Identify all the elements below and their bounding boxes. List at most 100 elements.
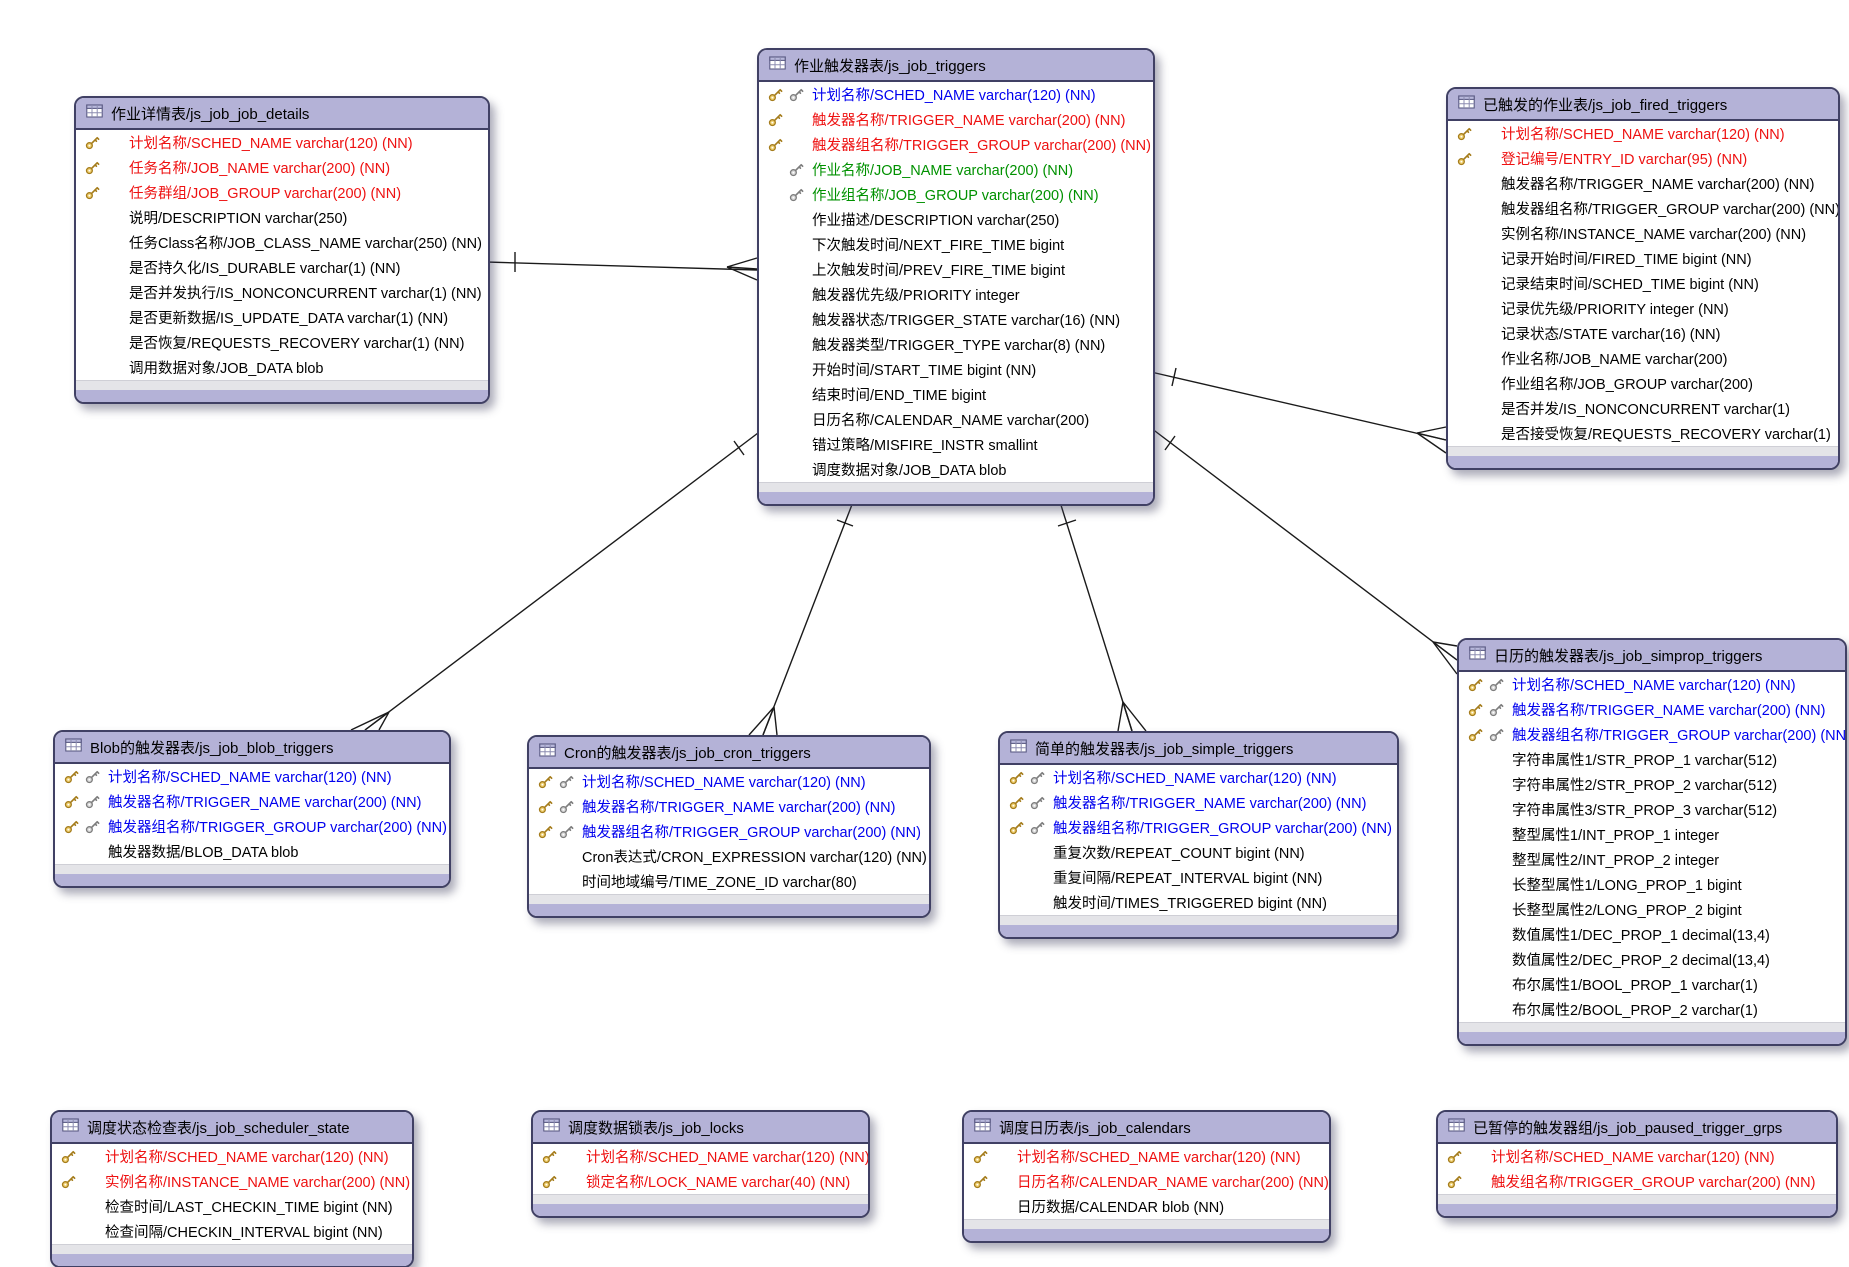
field-row[interactable]: 计划名称/SCHED_NAME varchar(120) (NN) (76, 130, 488, 155)
field-row[interactable]: 触发器组名称/TRIGGER_GROUP varchar(200) (NN) (1459, 722, 1845, 747)
field-row[interactable]: 作业组名称/JOB_GROUP varchar(200) (1448, 371, 1838, 396)
field-row[interactable]: 整型属性1/INT_PROP_1 integer (1459, 822, 1845, 847)
field-row[interactable]: 实例名称/INSTANCE_NAME varchar(200) (NN) (52, 1169, 412, 1194)
field-row[interactable]: 记录结束时间/SCHED_TIME bigint (NN) (1448, 271, 1838, 296)
crow-foot-prong[interactable] (726, 266, 758, 281)
field-row[interactable]: 是否更新数据/IS_UPDATE_DATA varchar(1) (NN) (76, 305, 488, 330)
table-header-triggers[interactable]: 作业触发器表/js_job_triggers (759, 50, 1153, 82)
field-row[interactable]: 计划名称/SCHED_NAME varchar(120) (NN) (1000, 765, 1397, 790)
relationship-line[interactable] (485, 261, 758, 271)
cardinality-one-tick[interactable] (733, 440, 745, 456)
field-row[interactable]: 错过策略/MISFIRE_INSTR smallint (759, 432, 1153, 457)
crow-foot-prong[interactable] (726, 257, 758, 268)
crow-foot-prong[interactable] (748, 706, 775, 736)
field-row[interactable]: 数值属性2/DEC_PROP_2 decimal(13,4) (1459, 947, 1845, 972)
crow-foot-prong[interactable] (1416, 426, 1447, 434)
relationship-triggers-to-blob[interactable] (350, 432, 759, 731)
field-row[interactable]: 记录状态/STATE varchar(16) (NN) (1448, 321, 1838, 346)
relationship-triggers-to-fired[interactable] (1150, 367, 1447, 454)
field-row[interactable]: 任务名称/JOB_NAME varchar(200) (NN) (76, 155, 488, 180)
field-row[interactable]: 长整型属性1/LONG_PROP_1 bigint (1459, 872, 1845, 897)
cardinality-one-tick[interactable] (1171, 367, 1177, 387)
field-row[interactable]: 字符串属性1/STR_PROP_1 varchar(512) (1459, 747, 1845, 772)
crow-foot-prong[interactable] (364, 711, 390, 731)
field-row[interactable]: 长整型属性2/LONG_PROP_2 bigint (1459, 897, 1845, 922)
field-row[interactable]: 字符串属性2/STR_PROP_2 varchar(512) (1459, 772, 1845, 797)
field-row[interactable]: 实例名称/INSTANCE_NAME varchar(200) (NN) (1448, 221, 1838, 246)
field-row[interactable]: 任务Class名称/JOB_CLASS_NAME varchar(250) (N… (76, 230, 488, 255)
field-row[interactable]: 开始时间/START_TIME bigint (NN) (759, 357, 1153, 382)
field-row[interactable]: 锁定名称/LOCK_NAME varchar(40) (NN) (533, 1169, 868, 1194)
crow-foot-prong[interactable] (1432, 641, 1458, 647)
field-row[interactable]: 是否并发/IS_NONCONCURRENT varchar(1) (1448, 396, 1838, 421)
field-row[interactable]: 布尔属性1/BOOL_PROP_1 varchar(1) (1459, 972, 1845, 997)
field-row[interactable]: 日历数据/CALENDAR blob (NN) (964, 1194, 1329, 1219)
crow-foot-prong[interactable] (1432, 641, 1458, 675)
relationship-line[interactable] (1150, 427, 1458, 661)
field-row[interactable]: 计划名称/SCHED_NAME varchar(120) (NN) (759, 82, 1153, 107)
field-row[interactable]: 触发器名称/TRIGGER_NAME varchar(200) (NN) (759, 107, 1153, 132)
field-row[interactable]: 计划名称/SCHED_NAME varchar(120) (NN) (533, 1144, 868, 1169)
crow-foot-prong[interactable] (762, 706, 775, 736)
field-row[interactable]: 触发器组名称/TRIGGER_GROUP varchar(200) (NN) (1448, 196, 1838, 221)
field-row[interactable]: 日历名称/CALENDAR_NAME varchar(200) (NN) (964, 1169, 1329, 1194)
field-row[interactable]: 记录开始时间/FIRED_TIME bigint (NN) (1448, 246, 1838, 271)
table-header-scheduler_state[interactable]: 调度状态检查表/js_job_scheduler_state (52, 1112, 412, 1144)
field-row[interactable]: Cron表达式/CRON_EXPRESSION varchar(120) (NN… (529, 844, 929, 869)
field-row[interactable]: 触发器名称/TRIGGER_NAME varchar(200) (NN) (1459, 697, 1845, 722)
field-row[interactable]: 计划名称/SCHED_NAME varchar(120) (NN) (529, 769, 929, 794)
field-row[interactable]: 是否并发执行/IS_NONCONCURRENT varchar(1) (NN) (76, 280, 488, 305)
field-row[interactable]: 触发器名称/TRIGGER_NAME varchar(200) (NN) (55, 789, 449, 814)
table-header-calendars[interactable]: 调度日历表/js_job_calendars (964, 1112, 1329, 1144)
field-row[interactable]: 是否持久化/IS_DURABLE varchar(1) (NN) (76, 255, 488, 280)
field-row[interactable]: 作业描述/DESCRIPTION varchar(250) (759, 207, 1153, 232)
field-row[interactable]: 重复次数/REPEAT_COUNT bigint (NN) (1000, 840, 1397, 865)
field-row[interactable]: 触发时间/TIMES_TRIGGERED bigint (NN) (1000, 890, 1397, 915)
field-row[interactable]: 登记编号/ENTRY_ID varchar(95) (NN) (1448, 146, 1838, 171)
cardinality-one-tick[interactable] (1164, 435, 1176, 451)
field-row[interactable]: 作业组名称/JOB_GROUP varchar(200) (NN) (759, 182, 1153, 207)
crow-foot-prong[interactable] (378, 711, 390, 731)
field-row[interactable]: 任务群组/JOB_GROUP varchar(200) (NN) (76, 180, 488, 205)
crow-foot-prong[interactable] (1117, 701, 1124, 732)
table-header-cron_triggers[interactable]: Cron的触发器表/js_job_cron_triggers (529, 737, 929, 769)
field-row[interactable]: 触发器名称/TRIGGER_NAME varchar(200) (NN) (1000, 790, 1397, 815)
field-row[interactable]: 是否恢复/REQUESTS_RECOVERY varchar(1) (NN) (76, 330, 488, 355)
table-header-fired_triggers[interactable]: 已触发的作业表/js_job_fired_triggers (1448, 89, 1838, 121)
relationship-line[interactable] (364, 432, 759, 731)
field-row[interactable]: 触发器组名称/TRIGGER_GROUP varchar(200) (NN) (55, 814, 449, 839)
table-header-job_details[interactable]: 作业详情表/js_job_job_details (76, 98, 488, 130)
field-row[interactable]: 上次触发时间/PREV_FIRE_TIME bigint (759, 257, 1153, 282)
field-row[interactable]: 结束时间/END_TIME bigint (759, 382, 1153, 407)
field-row[interactable]: 调度数据对象/JOB_DATA blob (759, 457, 1153, 482)
relationship-triggers-to-simple[interactable] (1057, 501, 1147, 732)
field-row[interactable]: 整型属性2/INT_PROP_2 integer (1459, 847, 1845, 872)
field-row[interactable]: 触发器优先级/PRIORITY integer (759, 282, 1153, 307)
crow-foot-prong[interactable] (1432, 641, 1458, 661)
crow-foot-prong[interactable] (726, 266, 758, 270)
field-row[interactable]: 检查时间/LAST_CHECKIN_TIME bigint (NN) (52, 1194, 412, 1219)
field-row[interactable]: 日历名称/CALENDAR_NAME varchar(200) (759, 407, 1153, 432)
table-header-simple_triggers[interactable]: 简单的触发器表/js_job_simple_triggers (1000, 733, 1397, 765)
field-row[interactable]: 触发器名称/TRIGGER_NAME varchar(200) (NN) (529, 794, 929, 819)
table-header-paused_trigger_grps[interactable]: 已暂停的触发器组/js_job_paused_trigger_grps (1438, 1112, 1836, 1144)
cardinality-one-tick[interactable] (1057, 519, 1077, 527)
table-header-blob_triggers[interactable]: Blob的触发器表/js_job_blob_triggers (55, 732, 449, 764)
crow-foot-prong[interactable] (350, 711, 390, 731)
field-row[interactable]: 计划名称/SCHED_NAME varchar(120) (NN) (52, 1144, 412, 1169)
field-row[interactable]: 触发器组名称/TRIGGER_GROUP varchar(200) (NN) (759, 132, 1153, 157)
relationship-details-to-triggers[interactable] (485, 252, 758, 281)
field-row[interactable]: 触发器数据/BLOB_DATA blob (55, 839, 449, 864)
relationship-triggers-to-cron[interactable] (748, 501, 854, 736)
field-row[interactable]: 调用数据对象/JOB_DATA blob (76, 355, 488, 380)
